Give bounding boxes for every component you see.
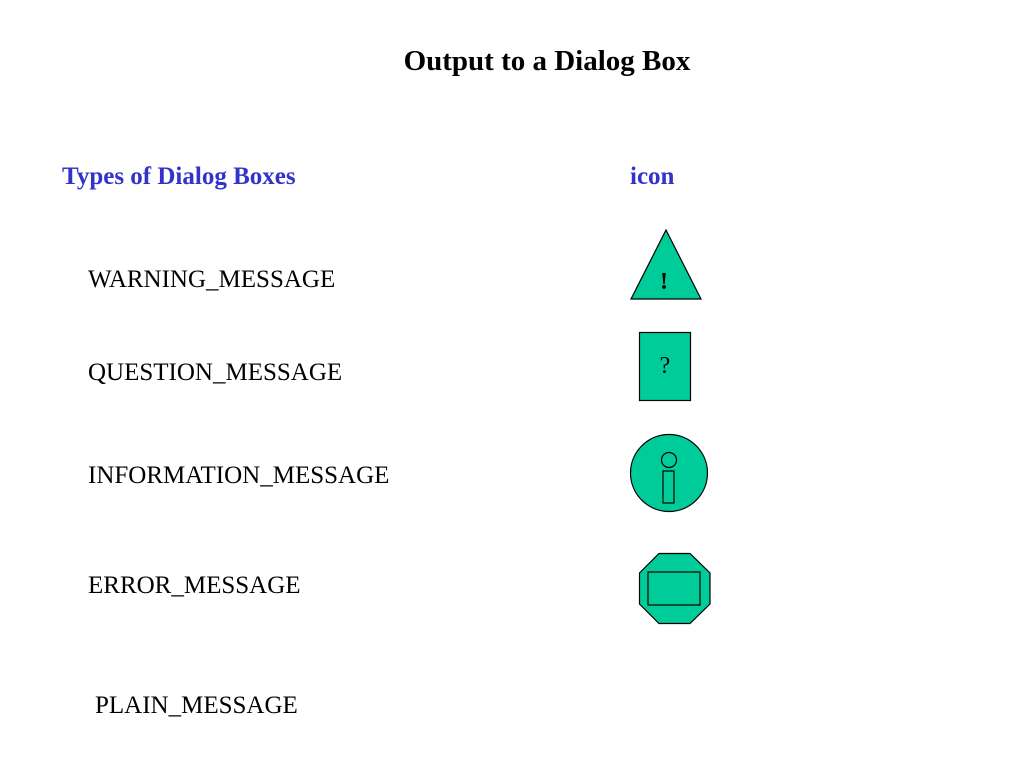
question-square-icon: ? [638,331,692,402]
plain-message-label: PLAIN_MESSAGE [95,692,298,719]
information-message-label: INFORMATION_MESSAGE [88,462,390,489]
question-message-label: QUESTION_MESSAGE [88,359,343,386]
error-octagon-icon [638,552,711,625]
slide-title: Output to a Dialog Box [403,45,691,77]
warning-message-label: WARNING_MESSAGE [88,266,336,293]
warning-triangle-icon: ! [630,228,702,300]
information-circle-icon [629,433,709,513]
error-message-label: ERROR_MESSAGE [88,572,301,599]
question-symbol: ? [660,353,671,379]
icon-column-heading: icon [630,163,675,190]
warning-symbol: ! [660,269,668,295]
types-column-heading: Types of Dialog Boxes [62,163,296,190]
